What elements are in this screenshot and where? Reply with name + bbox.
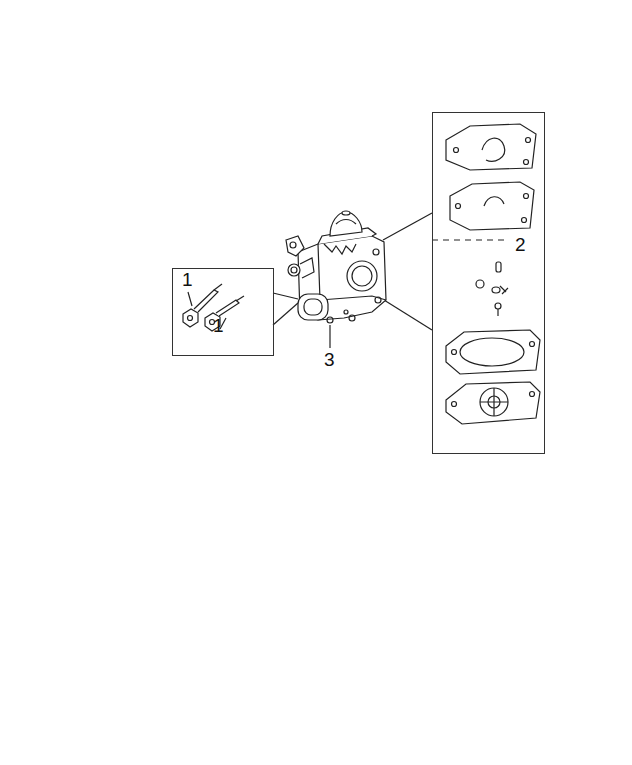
callout-number: 1: [182, 270, 193, 290]
part-group-box: 11: [172, 268, 274, 356]
callout-number: 1: [213, 316, 224, 336]
part-group-box: 2: [432, 112, 545, 454]
callout-number: 2: [515, 235, 526, 255]
callout-number: 3: [324, 350, 335, 370]
